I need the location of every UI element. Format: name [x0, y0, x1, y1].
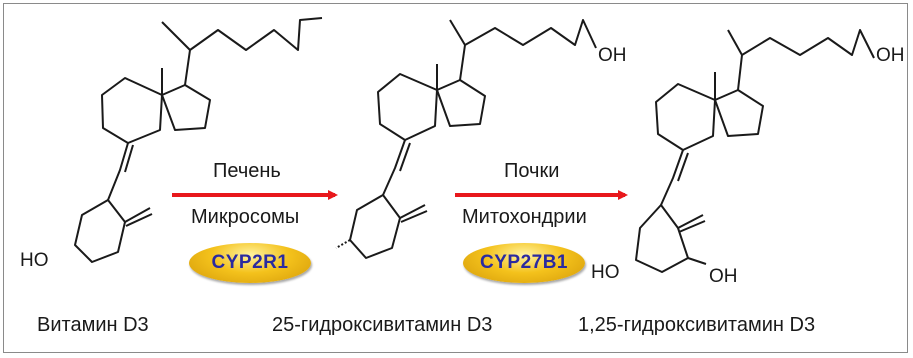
diagram-frame [3, 3, 908, 353]
group-label-ho-3: HO [591, 262, 620, 283]
enzyme-cyp2r1-label: CYP2R1 [211, 252, 289, 273]
step-2-organ: Почки [504, 160, 560, 182]
enzyme-cyp2r1: CYP2R1 [189, 243, 311, 283]
group-label-ho-1: HO [20, 250, 49, 271]
group-label-oh-3a: OH [876, 45, 905, 66]
molecule-name-3: 1,25-гидроксивитамин D3 [578, 314, 816, 336]
molecule-25-hydroxyvitamin-d3 [335, 19, 597, 259]
enzyme-cyp27b1-label: CYP27B1 [480, 252, 568, 273]
molecule-name-1: Витамин D3 [37, 314, 149, 336]
step-2-location: Митохондрии [462, 206, 587, 228]
molecule-1-25-hydroxyvitamin-d3 [635, 29, 875, 273]
molecule-name-2: 25-гидроксивитамин D3 [272, 314, 493, 336]
step-1-organ: Печень [213, 160, 281, 182]
enzyme-cyp27b1: CYP27B1 [463, 243, 585, 283]
group-label-oh-3b: OH [709, 266, 738, 287]
step-1-location: Микросомы [191, 206, 300, 228]
group-label-oh-2: OH [598, 45, 627, 66]
molecule-vitamin-d3 [74, 17, 323, 263]
